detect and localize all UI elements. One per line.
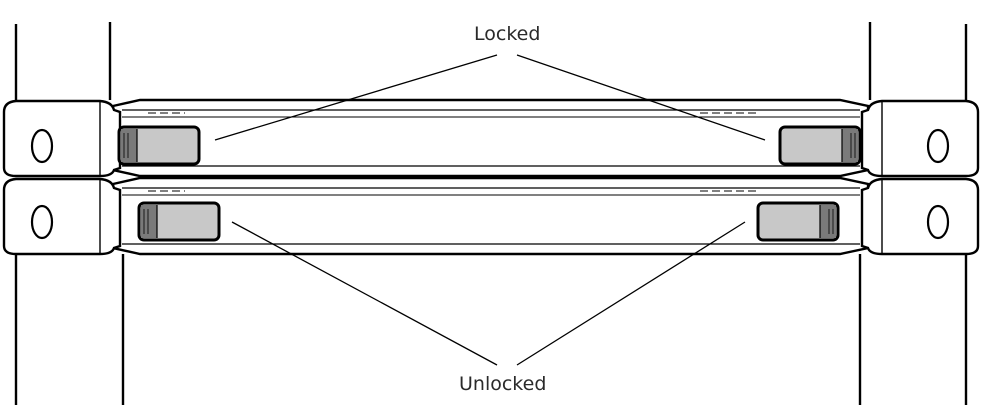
left-collar-top — [2, 99, 122, 178]
left-collar-bottom — [2, 177, 122, 256]
leader-lines-locked — [214, 54, 766, 141]
right-collar-top — [860, 99, 980, 178]
locked-label: Locked — [474, 23, 541, 45]
latch-top-right-locked — [778, 125, 862, 166]
bottom-rung — [111, 176, 870, 256]
latch-bottom-left-unlocked — [137, 201, 221, 242]
top-rung — [111, 98, 870, 178]
leader-lines-unlocked — [231, 221, 746, 366]
latch-bottom-right-unlocked — [756, 201, 840, 242]
latch-top-left-locked — [117, 125, 201, 166]
left-stile — [14, 22, 125, 405]
right-collar-bottom — [860, 177, 980, 256]
right-stile — [858, 22, 968, 405]
unlocked-label: Unlocked — [459, 373, 547, 395]
